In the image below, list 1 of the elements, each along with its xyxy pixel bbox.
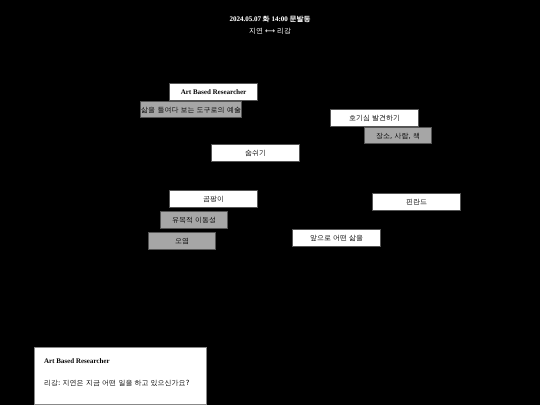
note-panel <box>34 347 207 405</box>
